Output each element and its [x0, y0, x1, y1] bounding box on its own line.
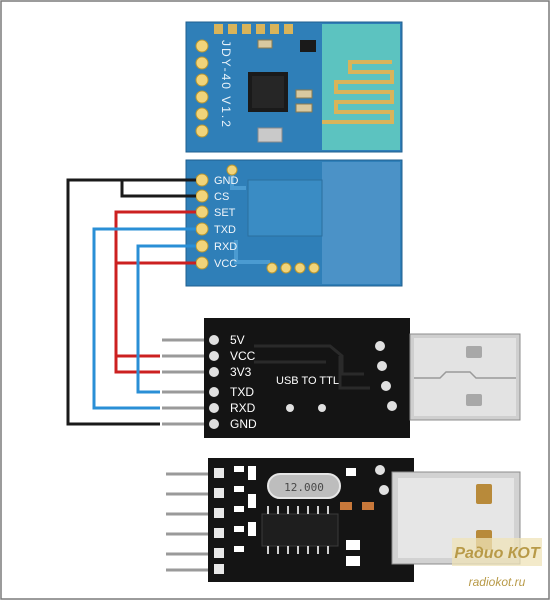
- ground-pour: [247, 179, 323, 237]
- top-header-pads: [214, 24, 293, 34]
- usb-pin-label-vcc: VCC: [230, 349, 256, 363]
- usb-pin-label-gnd: GND: [230, 417, 257, 431]
- watermark-logo: Радио КОТ: [454, 545, 541, 562]
- wires: [66, 178, 196, 426]
- smd-components: [234, 466, 360, 566]
- ic-legs: [267, 506, 329, 554]
- wire-rxd: [136, 244, 196, 394]
- usb-ttl-pcb: [204, 318, 410, 438]
- watermark-site: radiokot.ru: [469, 575, 526, 589]
- usb-pin-label-3v3: 3V3: [230, 365, 252, 379]
- usb-ttl-header-pins: [162, 338, 206, 426]
- capacitor: [340, 502, 352, 510]
- jdy-pin-label-gnd: GND: [214, 175, 239, 187]
- wire-gnd: [66, 178, 196, 426]
- crystal-label: 12.000: [284, 481, 324, 494]
- jdy-board-front: JDY-40 V1.2: [185, 21, 403, 153]
- wire-vcc-3v3: [114, 356, 160, 374]
- usb-pin-label-5v: 5V: [230, 333, 245, 347]
- jdy-pin-label-txd: TXD: [214, 224, 236, 236]
- bottom-pads-back: [266, 262, 320, 274]
- antenna-area: [322, 24, 400, 150]
- regulator-chip: [300, 40, 316, 52]
- jdy-pin-label-rxd: RXD: [214, 241, 237, 253]
- capacitor: [362, 502, 374, 510]
- jdy-silk-label: JDY-40 V1.2: [219, 40, 233, 129]
- antenna-trace: [322, 60, 394, 124]
- bottom-header-pins: [166, 472, 210, 572]
- wire-txd: [92, 227, 196, 410]
- jdy-pin-label-set: SET: [214, 207, 236, 219]
- crystal-front: [257, 127, 283, 143]
- usb-ttl-board-label: USB TO TTL: [276, 375, 339, 387]
- usb-pin-label-txd: TXD: [230, 385, 254, 399]
- left-pads-front: [195, 39, 209, 138]
- usb-ttl-adapter: 5V VCC 3V3 TXD RXD GND USB TO TTL: [162, 318, 521, 438]
- usb-uart-ic: [261, 513, 339, 547]
- jdy-board-back: GND CS SET TXD RXD VCC: [185, 159, 403, 287]
- left-pads-back: [195, 173, 209, 270]
- jdy-pin-label-vcc: VCC: [214, 258, 237, 270]
- jdy-pin-label-cs: CS: [214, 191, 229, 203]
- usb-ttl-pads: [209, 335, 397, 429]
- bottom-pads: [214, 468, 224, 574]
- watermark: Радио КОТ radiokot.ru: [452, 538, 542, 589]
- wire-cs: [120, 180, 196, 198]
- crystal-oscillator: [267, 473, 341, 499]
- usb-pin-label-rxd: RXD: [230, 401, 256, 415]
- watermark-logo-bg: [452, 538, 542, 566]
